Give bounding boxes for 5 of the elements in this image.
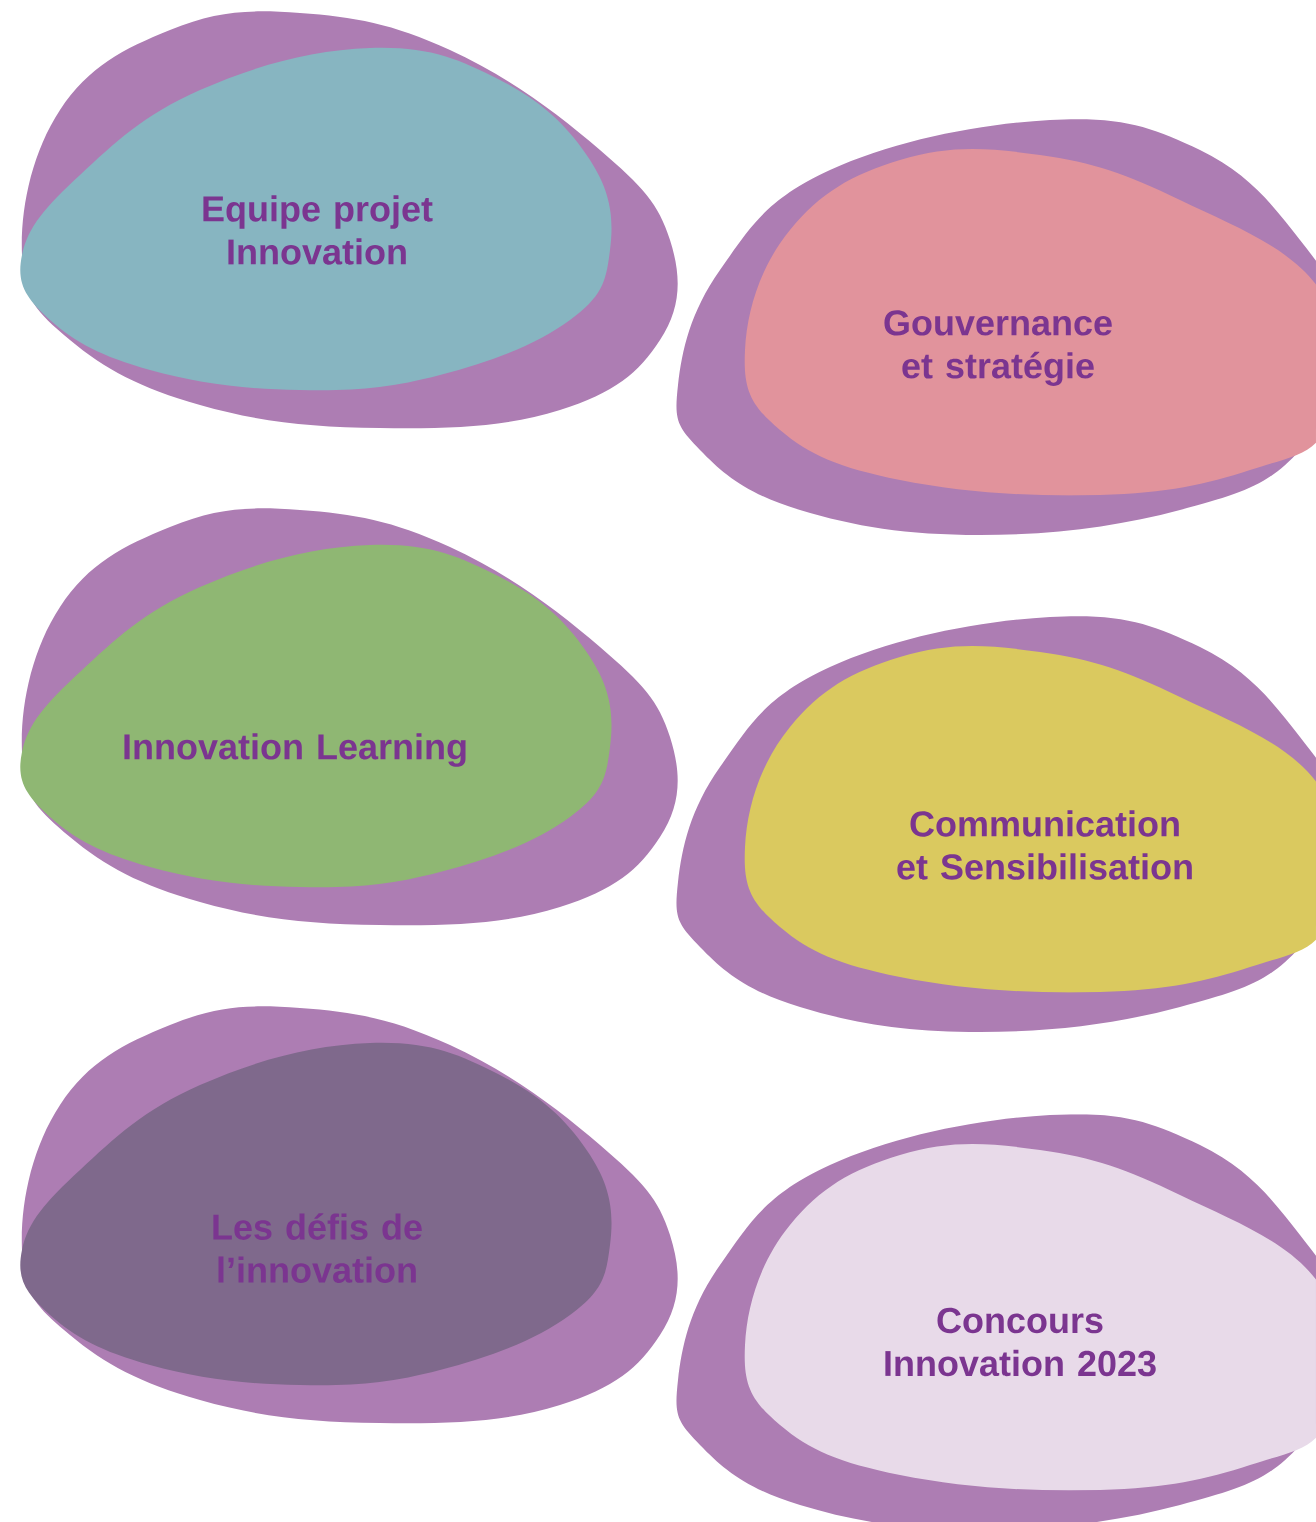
blob: Gouvernance et stratégie <box>676 119 1316 535</box>
blob: Equipe projet Innovation <box>20 11 678 429</box>
blob: Communication et Sensibilisation <box>676 616 1316 1032</box>
blob: Concours Innovation 2023 <box>676 1114 1316 1522</box>
blob: Innovation Learning <box>20 508 678 926</box>
